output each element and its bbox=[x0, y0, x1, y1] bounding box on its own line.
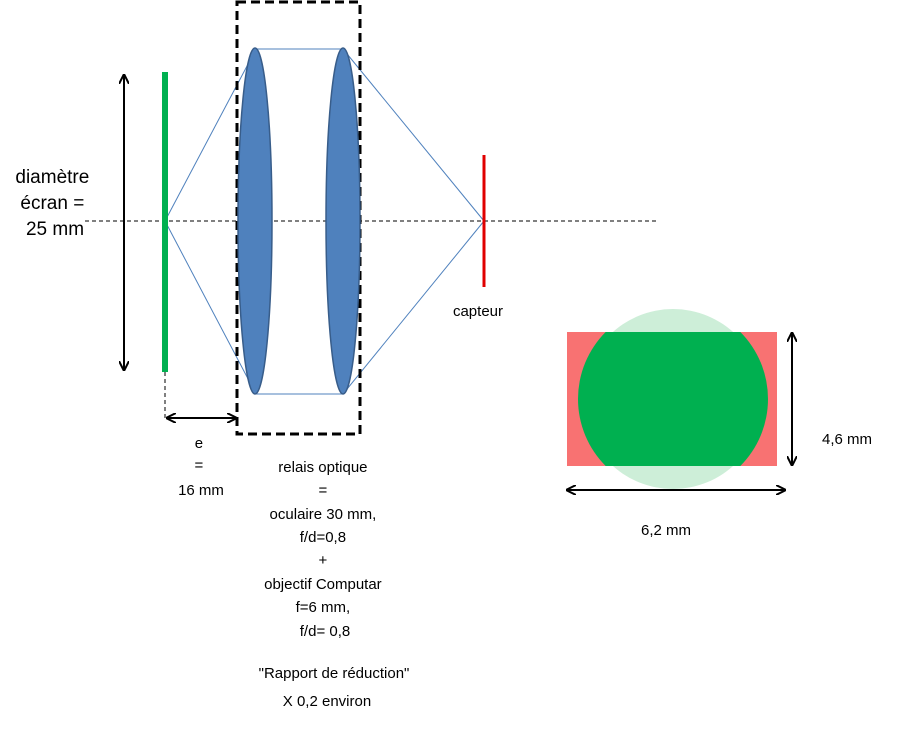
objective-lens bbox=[325, 47, 361, 395]
screen-label: diamètre écran = 25 mm bbox=[15, 167, 94, 240]
ratio-title: "Rapport de réduction" bbox=[259, 665, 410, 682]
sensor-label: capteur bbox=[453, 303, 503, 320]
ratio-value: X 0,2 environ bbox=[283, 693, 371, 710]
screen bbox=[162, 72, 168, 372]
light-rays bbox=[164, 48, 485, 395]
relay-label: relais optique = oculaire 30 mm, f/d=0,8… bbox=[264, 459, 386, 640]
image-circle bbox=[578, 332, 768, 466]
sensor-height-label: 4,6 mm bbox=[822, 431, 872, 448]
sensor-width-label: 6,2 mm bbox=[641, 522, 691, 539]
spacing-label: e = 16 mm bbox=[178, 435, 224, 499]
sensor-coverage bbox=[567, 309, 777, 489]
eyepiece-lens bbox=[237, 47, 273, 395]
